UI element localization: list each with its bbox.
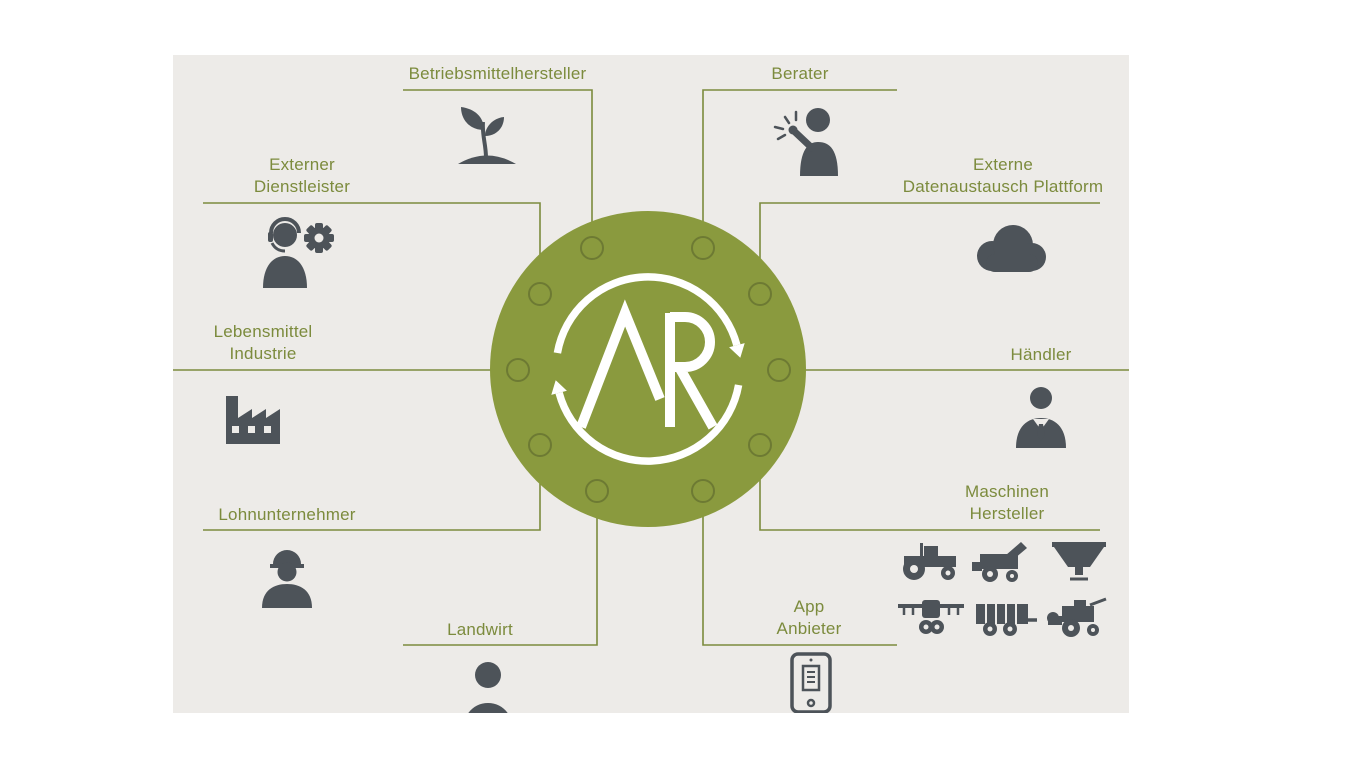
node-top-right <box>691 236 715 260</box>
junction-nodes <box>506 236 791 503</box>
trailer-icon <box>976 604 1037 636</box>
node-lower-left <box>528 433 552 457</box>
smartphone-icon <box>788 652 834 713</box>
tractor-icon <box>903 543 956 580</box>
gear-icon <box>304 223 334 253</box>
line-betriebsmittelhersteller <box>403 89 593 245</box>
sprayer-icon <box>898 600 964 634</box>
label-lebensmittel-industrie: Lebensmittel Industrie <box>213 322 313 364</box>
label-berater: Berater <box>771 64 829 83</box>
line-berater <box>702 89 897 245</box>
sprout-icon <box>452 100 522 170</box>
label-maschinen-hersteller: Maschinen Hersteller <box>964 482 1049 524</box>
logo-letter-a <box>576 299 665 429</box>
connector-lines <box>173 89 1129 646</box>
label-externer-dienstleister: Externer Dienstleister <box>253 155 351 197</box>
node-upper-left <box>528 282 552 306</box>
node-top-left <box>580 236 604 260</box>
farmer-icon <box>455 655 521 713</box>
consultant-icon <box>770 98 850 176</box>
logo-arrowhead-left <box>551 380 567 395</box>
label-app-anbieter: App Anbieter <box>776 597 842 639</box>
label-betriebsmittelhersteller: Betriebsmittelhersteller <box>408 64 587 83</box>
agrirouter-logo <box>551 273 745 465</box>
node-bottom-left <box>585 479 609 503</box>
forage-harvester-icon <box>972 542 1027 582</box>
logo-ring-arc-bottom <box>555 384 743 465</box>
spreader-icon <box>1052 542 1106 581</box>
line-externer-dienstleister <box>203 202 541 291</box>
diagram-background: Betriebsmittelhersteller Berater Externe… <box>173 55 1129 713</box>
label-externe-datenaustausch-plattform: Externe Datenaustausch Plattform <box>902 155 1104 197</box>
node-upper-right <box>748 282 772 306</box>
combine-harvester-icon <box>1047 597 1107 637</box>
node-bottom-right <box>691 479 715 503</box>
label-landwirt: Landwirt <box>447 620 513 639</box>
line-landwirt <box>403 494 598 646</box>
logo-ring-arc-top <box>553 273 741 354</box>
service-person-gear-icon <box>255 210 343 288</box>
construction-worker-icon <box>254 542 320 608</box>
node-mid-right <box>767 358 791 382</box>
factory-icon <box>218 382 294 448</box>
logo-arrowhead-right <box>729 343 745 358</box>
machines-icon <box>898 540 1112 640</box>
label-lohnunternehmer: Lohnunternehmer <box>218 505 356 524</box>
businessman-icon <box>1008 382 1074 448</box>
line-app-anbieter <box>702 494 897 646</box>
label-haendler: Händler <box>1010 345 1072 364</box>
logo-letter-r <box>665 312 718 430</box>
node-lower-right <box>748 433 772 457</box>
cloud-icon <box>968 212 1054 282</box>
node-mid-left <box>506 358 530 382</box>
connector-lines-layer <box>173 89 1129 646</box>
